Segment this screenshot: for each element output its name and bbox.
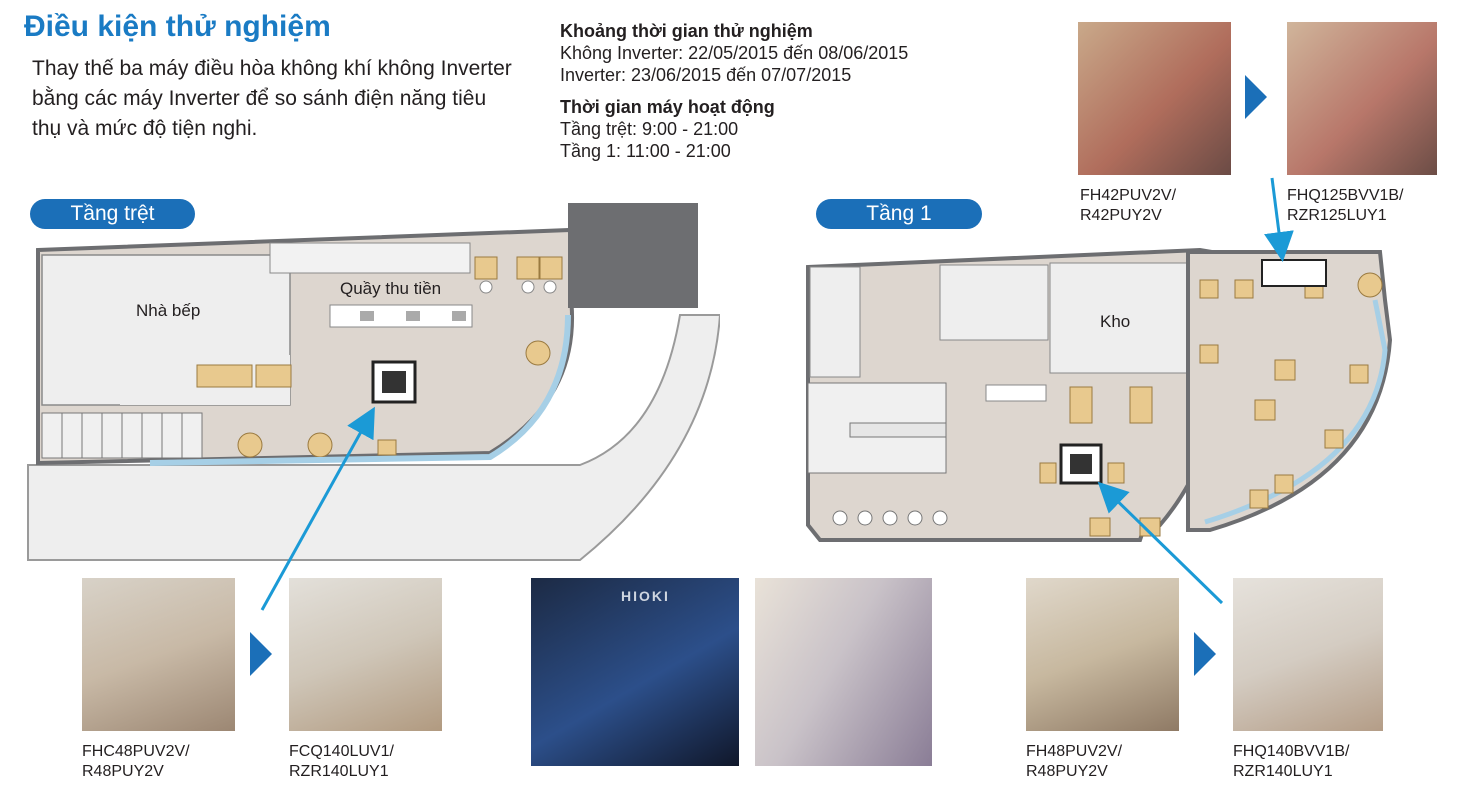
test-period: Khoảng thời gian thử nghiệm Không Invert… [560,20,908,86]
caption-ground-cassette-old: FHC48PUV2V/ R48PUY2V [82,743,190,780]
photo-ground-cassette-old [82,578,235,731]
caption-first-cassette-old: FH48PUV2V/ R48PUY2V [1026,743,1123,780]
photo-first-ceiling-old [1078,22,1231,175]
caption-first-ceiling-old: FH42PUV2V/ R42PUY2V [1080,187,1177,224]
operating-time: Thời gian máy hoạt động Tầng trệt: 9:00 … [560,96,775,162]
test-period-inverter: Inverter: 23/06/2015 đến 07/07/2015 [560,65,852,85]
test-period-heading: Khoảng thời gian thử nghiệm [560,21,813,41]
first-floor-plan [806,247,1230,542]
arrow-right-icon [1245,75,1267,119]
kitchen-label: Nhà bếp [136,301,201,320]
meter-brand: HIOKI [621,588,670,604]
cashier-label: Quầy thu tiền [340,279,442,298]
photo-ground-cassette-new [289,578,442,731]
description: Thay thế ba máy điều hòa không khí không… [32,57,512,140]
storage-label: Kho [1100,312,1131,331]
photo-power-meter: HIOKI [531,578,739,766]
arrow-to-first-ceiling [1264,177,1294,262]
test-period-non-inverter: Không Inverter: 22/05/2015 đến 08/06/201… [560,43,909,63]
photo-first-cassette-old [1026,578,1179,731]
arrow-to-ground-ac [260,406,375,611]
first-floor-pill: Tầng 1 [816,199,982,229]
ground-floor-plan [27,203,720,561]
arrow-right-icon [1194,632,1216,676]
arrow-to-first-cassette [1097,481,1224,605]
photo-first-cassette-new [1233,578,1383,731]
first-floor-dining [1186,250,1393,532]
page-title: Điều kiện thử nghiệm [24,10,331,43]
ground-floor-pill: Tầng trệt [30,199,195,229]
caption-first-ceiling-new: FHQ125BVV1B/ RZR125LUY1 [1287,187,1404,224]
photo-first-ceiling-new [1287,22,1437,175]
arrow-right-icon [250,632,272,676]
operating-time-ground: Tầng trệt: 9:00 - 21:00 [560,119,739,139]
caption-ground-cassette-new: FCQ140LUV1/ RZR140LUY1 [289,743,394,780]
operating-time-heading: Thời gian máy hoạt động [560,97,775,117]
operating-time-first: Tầng 1: 11:00 - 21:00 [560,141,731,161]
photo-technician [755,578,932,766]
caption-first-cassette-new: FHQ140BVV1B/ RZR140LUY1 [1233,743,1350,780]
